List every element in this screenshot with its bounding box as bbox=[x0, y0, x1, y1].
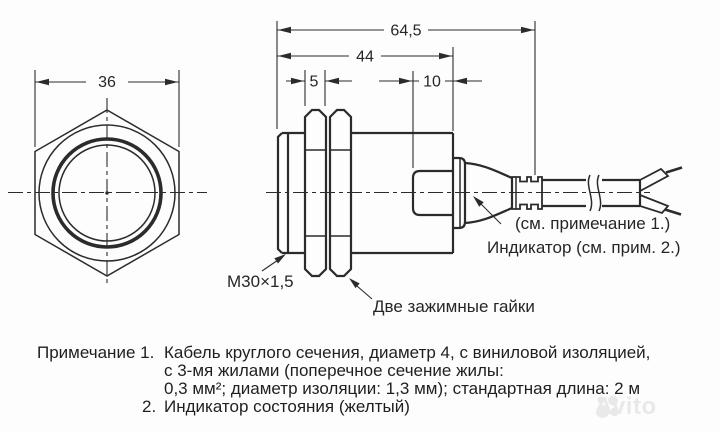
arrow-right-icon bbox=[399, 77, 412, 85]
leader-arrow-icon bbox=[274, 254, 286, 264]
cable-note-label: (см. примечание 1.) bbox=[515, 214, 670, 233]
clamping-nuts-label: Две зажимные гайки bbox=[373, 297, 535, 316]
note1-heading: Примечание 1. bbox=[37, 343, 155, 362]
callout-indicator: (см. примечание 1.) Индикатор (см. прим.… bbox=[473, 196, 681, 257]
leader-arrow-icon bbox=[349, 278, 360, 289]
break-symbol bbox=[596, 174, 602, 212]
arrow-left-icon bbox=[278, 26, 291, 34]
lower-wire-conductor bbox=[664, 208, 682, 216]
thread-label: M30×1,5 bbox=[227, 272, 294, 291]
leader-arrow-icon bbox=[473, 196, 484, 207]
dim-body-length-value: 44 bbox=[356, 49, 374, 66]
side-view: 64,5 44 5 10 bbox=[227, 19, 683, 316]
note1-line2: с 3-мя жилами (поперечное сечение жилы: bbox=[164, 361, 504, 380]
dim-nut-thickness-value: 5 bbox=[310, 74, 319, 91]
watermark: Avito bbox=[595, 393, 657, 421]
strain-relief-ribs bbox=[511, 176, 543, 210]
inner-circle bbox=[58, 144, 156, 242]
rear-sleeve bbox=[411, 169, 453, 217]
arrow-left-icon bbox=[278, 52, 291, 60]
arrow-right-icon bbox=[291, 77, 304, 85]
lower-wire bbox=[639, 193, 670, 215]
arrow-left-icon bbox=[36, 78, 49, 86]
note2-number: 2. bbox=[142, 397, 157, 416]
callout-thread: M30×1,5 bbox=[227, 254, 294, 291]
sensing-face-ring bbox=[51, 137, 163, 249]
arrow-left-icon bbox=[326, 77, 339, 85]
arrow-right-icon bbox=[521, 26, 534, 34]
break-symbol bbox=[587, 174, 593, 212]
cable-boot bbox=[453, 156, 543, 230]
note1-line1: Кабель круглого сечения, диаметр 4, с ви… bbox=[164, 343, 651, 362]
avito-logo-icon bbox=[596, 395, 619, 418]
note1-line3: 0,3 мм²; диаметр изоляции: 1,3 мм); стан… bbox=[164, 379, 641, 398]
front-view: 36 bbox=[8, 70, 207, 286]
center-mark bbox=[105, 191, 109, 195]
clamping-nut-2 bbox=[328, 108, 353, 278]
upper-wire bbox=[639, 167, 670, 193]
hexagon-outline bbox=[34, 109, 180, 277]
sensor-body bbox=[276, 131, 455, 255]
dimension-body-length: 44 bbox=[277, 45, 453, 67]
extension-lines bbox=[276, 21, 536, 175]
arrow-right-icon bbox=[165, 78, 178, 86]
dim-tip-length-value: 10 bbox=[423, 74, 441, 91]
dimension-nut-thickness: 5 bbox=[286, 74, 352, 91]
dim-overall-value: 64,5 bbox=[390, 23, 421, 40]
dimension-overall-length: 64,5 bbox=[277, 19, 535, 41]
sensing-face-edge bbox=[276, 132, 283, 254]
note2-text: Индикатор состояния (желтый) bbox=[164, 397, 410, 416]
dim-across-flats-value: 36 bbox=[98, 74, 116, 91]
indicator-label: Индикатор (см. прим. 2.) bbox=[487, 238, 681, 257]
arrow-left-icon bbox=[454, 77, 467, 85]
upper-wire-conductor bbox=[665, 166, 683, 174]
callout-clamping-nuts: Две зажимные гайки bbox=[349, 278, 535, 316]
dimension-across-flats: 36 bbox=[34, 70, 180, 147]
wire-leads bbox=[639, 166, 683, 216]
clamping-nut-1 bbox=[303, 108, 328, 278]
arrow-right-icon bbox=[439, 52, 452, 60]
chamfer-circle bbox=[38, 124, 176, 262]
dimension-tip-length: 10 bbox=[379, 70, 482, 92]
